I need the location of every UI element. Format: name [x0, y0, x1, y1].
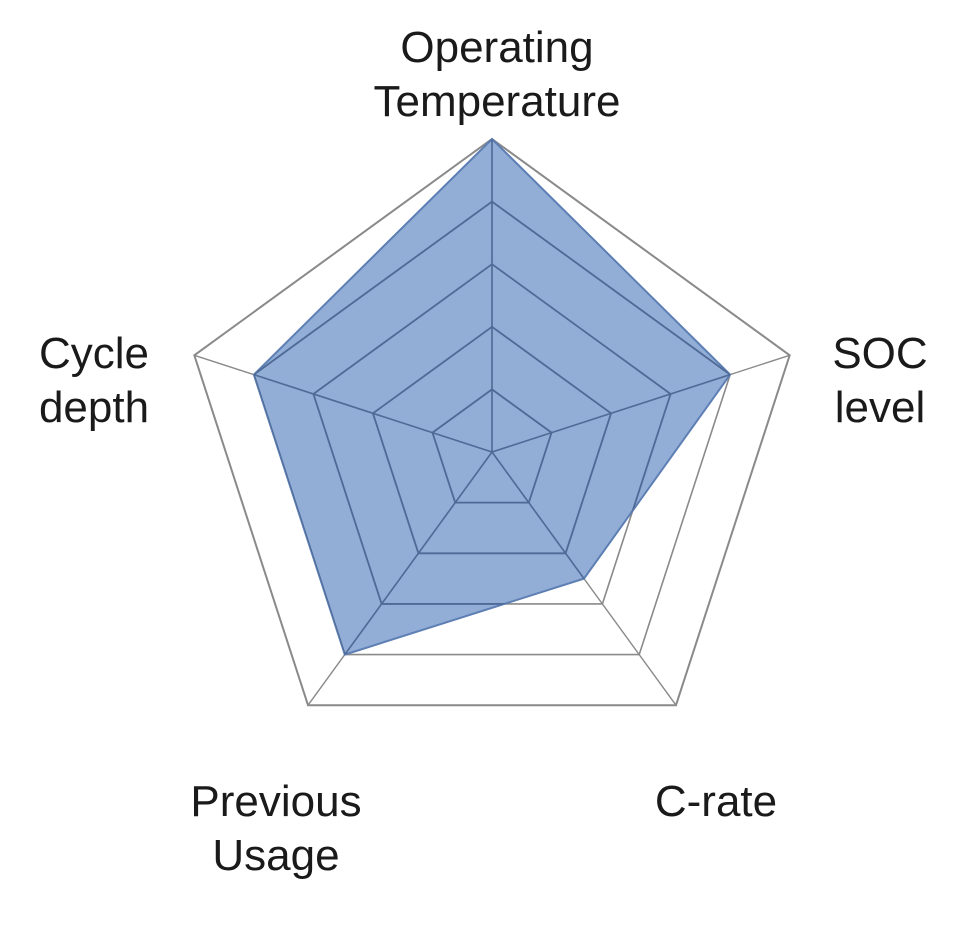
axis-label-1: SOC level	[832, 329, 927, 432]
axis-label-2-line-0: C-rate	[655, 777, 777, 826]
axis-label-3-line-1: Usage	[212, 831, 339, 880]
axis-label-0-line-1: Temperature	[373, 77, 620, 126]
axis-label-4-line-1: depth	[39, 383, 149, 432]
inner-grid-ring-4	[253, 200, 731, 655]
inner-grid-ring-3	[312, 263, 672, 605]
axis-label-4-line-0: Cycle	[39, 329, 149, 378]
inner-grid-ring-2	[371, 325, 613, 555]
inner-spoke-4	[253, 354, 493, 453]
axis-label-0-line-0: Operating	[400, 23, 593, 72]
axis-label-2: C-rate	[655, 777, 777, 826]
axis-label-1-line-1: level	[835, 383, 926, 432]
inner-spoke-3	[307, 451, 493, 655]
inner-grid	[253, 139, 731, 655]
inner-spoke-1	[491, 354, 731, 453]
inner-grid-ring-1	[431, 388, 553, 504]
inner-spoke-2	[491, 451, 677, 655]
grid-ring-5	[193, 137, 791, 707]
axis-label-3-line-0: Previous	[190, 777, 361, 826]
axis-label-1-line-0: SOC	[832, 329, 927, 378]
axis-label-4: Cycle depth	[39, 329, 149, 432]
